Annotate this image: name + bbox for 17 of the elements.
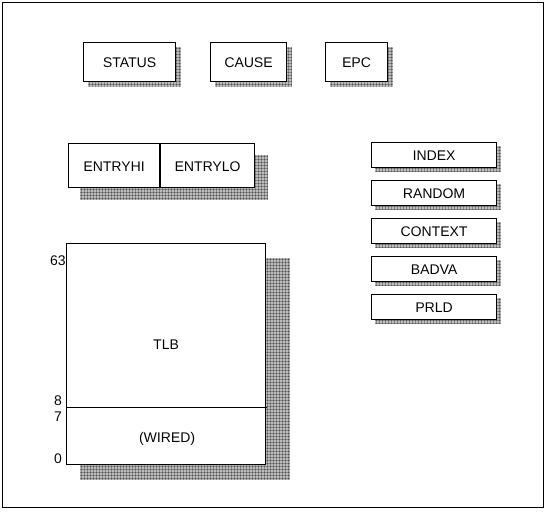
bit-index: 0 <box>54 450 62 466</box>
register-box: ENTRYHI <box>68 143 160 188</box>
bit-index: 7 <box>54 408 62 424</box>
register-box: BADVA <box>371 256 497 282</box>
register-box: CONTEXT <box>371 218 497 244</box>
table-section: (WIRED) <box>67 407 267 466</box>
table-block <box>66 243 266 465</box>
register-box: EPC <box>325 42 388 82</box>
bit-index: 8 <box>54 392 62 408</box>
register-box: ENTRYLO <box>160 143 255 188</box>
block-label: TLB <box>153 336 179 352</box>
bit-index: 63 <box>50 252 66 268</box>
register-box: INDEX <box>371 142 497 168</box>
register-box: PRLD <box>371 294 497 320</box>
register-box: CAUSE <box>210 42 287 82</box>
register-box: RANDOM <box>371 180 497 206</box>
register-box: STATUS <box>83 42 176 82</box>
